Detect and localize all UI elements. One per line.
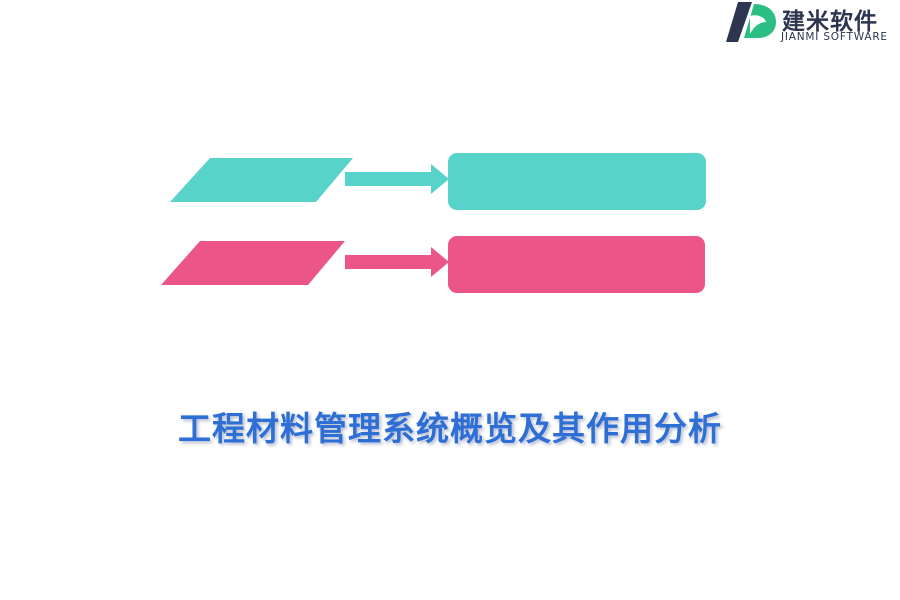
page-title: 工程材料管理系统概览及其作用分析 xyxy=(178,409,722,448)
logo-name-en: JIANMI SOFTWARE xyxy=(781,31,888,43)
pink-box xyxy=(448,236,705,293)
pink-parallelogram xyxy=(161,241,345,285)
pink-arrow xyxy=(345,247,449,277)
logo-name-cn: 建米软件 xyxy=(782,9,878,35)
teal-arrow xyxy=(345,164,449,194)
teal-box xyxy=(448,153,706,210)
jianmi-logo-icon xyxy=(726,2,776,42)
teal-parallelogram xyxy=(170,158,353,202)
brand-logo: 建米软件 JIANMI SOFTWARE xyxy=(724,0,900,46)
